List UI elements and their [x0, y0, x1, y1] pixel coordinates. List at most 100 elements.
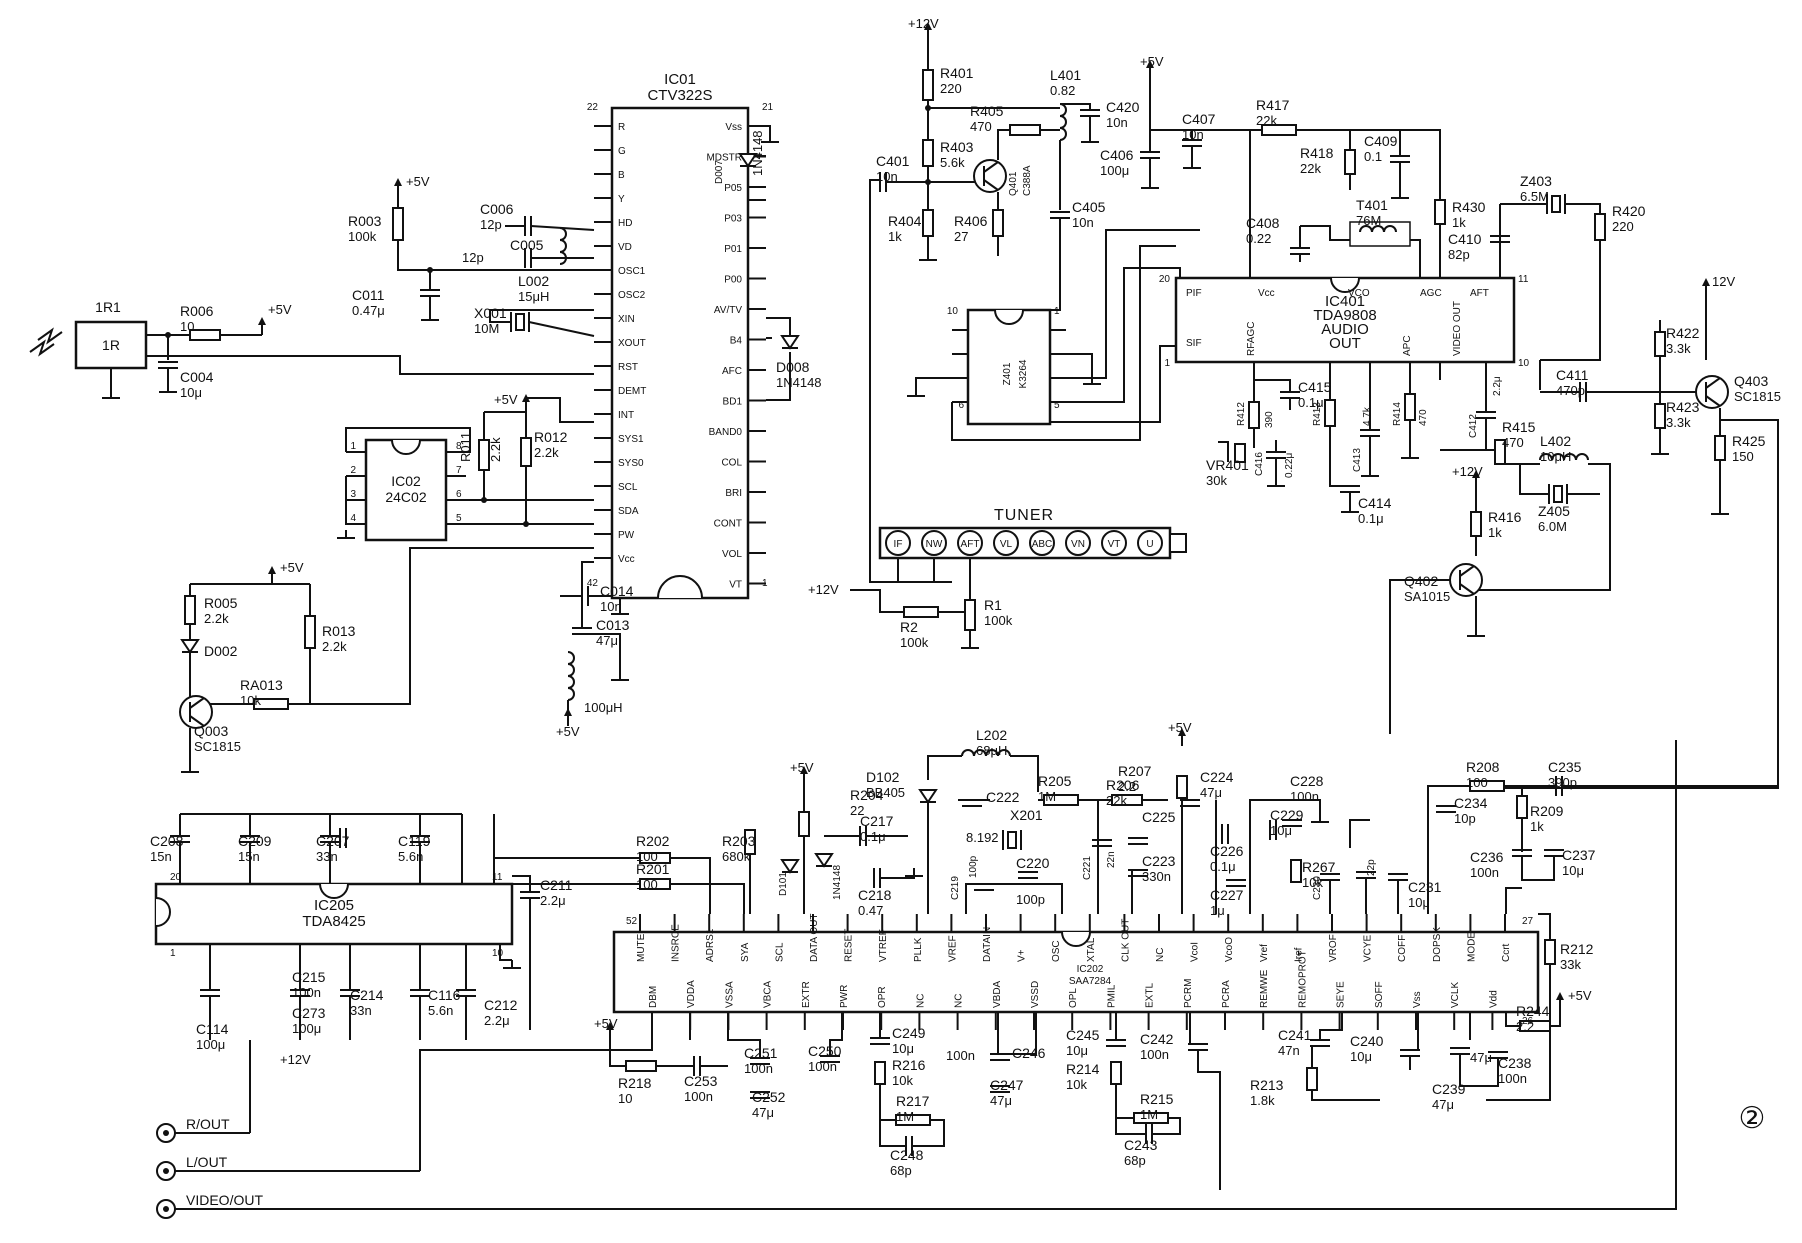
part-ref: C013 [596, 617, 630, 633]
resistor-r217 [895, 1114, 931, 1126]
wire-ir-to-rst [146, 355, 594, 375]
part-value: 100μ [1100, 163, 1129, 178]
capacitor-c241 [1310, 1039, 1330, 1047]
ic001-pin-label: P05 [724, 183, 742, 194]
ic202-pin-label: OPL [1068, 988, 1079, 1008]
ic001-pin-num: 42 [587, 578, 599, 589]
ic202-pin-label: OSC [1051, 940, 1062, 962]
part-value: 1k [1530, 819, 1544, 834]
resistor-r204 [798, 811, 810, 837]
capacitor-c226 [1221, 824, 1229, 844]
ic001-pin-label: OSC1 [618, 266, 646, 277]
resistor-r003 [392, 207, 404, 241]
part-value: 100n [808, 1059, 837, 1074]
wire [1588, 463, 1611, 530]
tuner-pin-label: VN [1071, 539, 1085, 550]
transistor-body [1449, 563, 1483, 597]
wire [1329, 456, 1350, 487]
diode-1n4148 [814, 853, 834, 868]
capacitor-c006 [524, 216, 532, 236]
part-ref: R012 [534, 429, 568, 445]
ir-ref: 1R1 [95, 299, 121, 315]
resistor-r013 [304, 615, 316, 649]
wire-if-to-c401 [869, 179, 898, 583]
ground-symbol [1183, 160, 1201, 169]
crystal-x001 [510, 312, 530, 332]
part-ref: R422 [1666, 325, 1700, 341]
part-ref: C416 [1254, 452, 1265, 476]
capacitor-c250 [820, 1055, 840, 1063]
wire [1115, 1100, 1146, 1135]
ic202-pin-label: VBDA [992, 980, 1003, 1008]
resistor-r2 [903, 606, 939, 618]
wire [1152, 1117, 1181, 1135]
ic002-pin-num: 6 [456, 489, 462, 500]
resistor-r415 [1494, 439, 1506, 465]
supply-label: +5V [280, 560, 304, 575]
part-value: 10k [892, 1073, 913, 1088]
part-ref: C005 [510, 237, 544, 253]
ground-symbol [611, 672, 629, 681]
part-ref: L401 [1050, 67, 1081, 83]
part-value: SC1815 [1734, 389, 1781, 404]
part-value: 10μ [180, 385, 202, 400]
supply-label: +5V [594, 1016, 618, 1031]
part-value: 15n [238, 849, 260, 864]
part-ref: C413 [1352, 448, 1363, 472]
resistor-r267 [1290, 859, 1302, 883]
part-value: 10n [600, 599, 622, 614]
capacitor-c212 [456, 989, 476, 997]
capacitor-c249 [870, 1037, 890, 1045]
part-value: 76M [1356, 213, 1381, 228]
wire [345, 427, 471, 453]
part-value: 33k [1560, 957, 1581, 972]
label-layer: IC01CTV322SRGBYHDVDOSC1OSC2XINXOUTRSTDEM… [95, 16, 1781, 1208]
inductor-l401 [1059, 103, 1067, 141]
supply-label: +5V [1568, 988, 1592, 1003]
tuner-pin [957, 530, 983, 556]
part-ref: T401 [1356, 197, 1388, 213]
part-ref: C219 [950, 876, 961, 900]
ic002-pin-num: 3 [350, 489, 356, 500]
part-ref: R218 [618, 1075, 652, 1091]
capacitor-c221 [1092, 839, 1112, 847]
transistor-body [973, 159, 1007, 193]
ic001-pin-label: XOUT [618, 338, 646, 349]
part-ref: D101 [778, 872, 789, 896]
supply-label: +5V [790, 760, 814, 775]
part-ref: C229 [1270, 807, 1304, 823]
part-ref: R418 [1300, 145, 1334, 161]
wire [1010, 755, 1039, 792]
part-value: 2.2k [534, 445, 559, 460]
supply-label: +5V [494, 392, 518, 407]
part-ref: C240 [1350, 1033, 1384, 1049]
part-ref: R206 [1106, 777, 1140, 793]
ic202-pin-label: SEYE [1336, 981, 1347, 1008]
tuner-pin [1137, 530, 1163, 556]
capacitor-c220 [1018, 871, 1038, 879]
part-ref: C238 [1498, 1055, 1532, 1071]
wire [1410, 239, 1421, 278]
figure-number: ② [1739, 1102, 1766, 1135]
capacitor-c219 [974, 883, 994, 891]
capacitor-c240 [1400, 1049, 1420, 1057]
part-value: 10k [1066, 1077, 1087, 1092]
chip-notch [1061, 931, 1091, 947]
ic401-pin-label: AGC [1420, 288, 1442, 299]
ic001-pin-label: PW [618, 530, 635, 541]
part-value: 100μ [292, 1021, 321, 1036]
transistor-emitter [1459, 583, 1475, 595]
ic202-pin-label: Vref [1259, 944, 1270, 962]
crystal-body [515, 313, 525, 331]
ic202-pin-label: Vss [1412, 991, 1423, 1008]
supply-label: +5V [1168, 720, 1192, 735]
ic202-pin-label: RESET [844, 929, 855, 962]
part-ref: C249 [892, 1025, 926, 1041]
part-value: 0.1 [1364, 149, 1382, 164]
chip-notch [994, 309, 1024, 325]
ground-symbol [421, 312, 439, 321]
ic001-pin-label: BRI [725, 488, 742, 499]
wire [1519, 464, 1549, 495]
part-ref: R267 [1302, 859, 1336, 875]
resistor-r1 [964, 599, 976, 631]
